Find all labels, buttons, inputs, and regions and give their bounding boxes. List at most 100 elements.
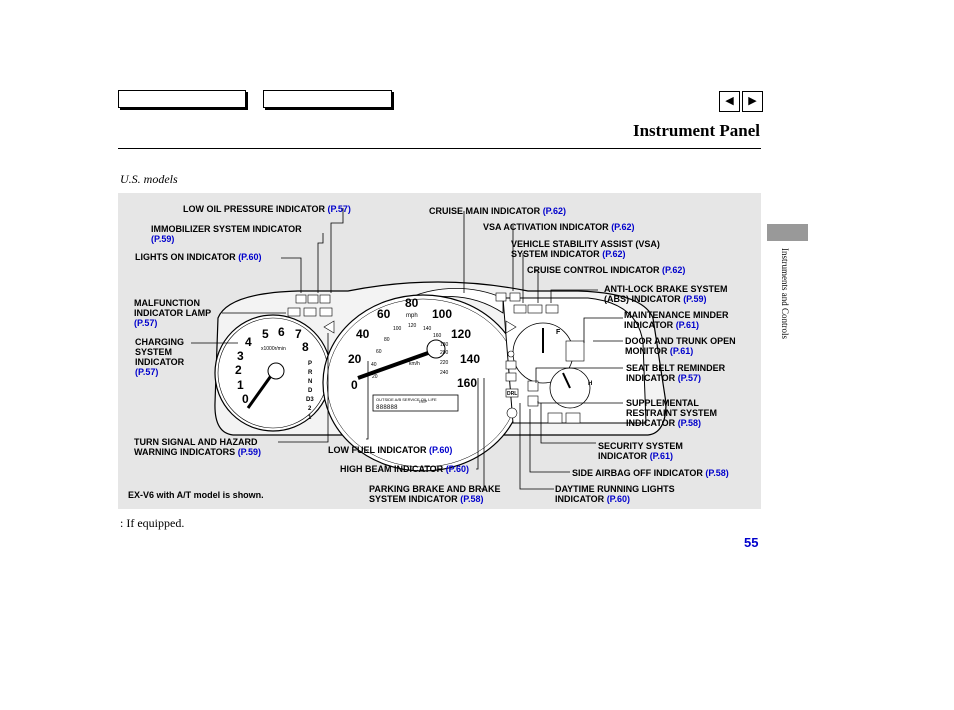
side-airbag-off-icon — [547, 412, 563, 424]
speed-kmh-60: 60 — [376, 349, 382, 355]
prev-page-button[interactable]: ◀ — [719, 91, 740, 112]
ref-side-airbag[interactable]: (P.58) — [705, 468, 729, 478]
gear-2: 2 — [308, 406, 312, 412]
malfunction-icon — [287, 307, 301, 317]
immobilizer-icon — [307, 294, 319, 304]
ref-seat-belt[interactable]: (P.57) — [677, 373, 702, 383]
charging-icon — [303, 307, 317, 317]
label-cruise-control: CRUISE CONTROL INDICATOR (P.62) — [527, 265, 686, 275]
gear-p: P — [308, 361, 312, 367]
speed-unit-kmh: km/h — [409, 361, 420, 367]
ref-cruise-main[interactable]: (P.62) — [542, 206, 567, 216]
turn-left-arrow-icon — [323, 320, 335, 334]
high-beam-icon — [505, 360, 517, 370]
gear-n: N — [308, 379, 312, 385]
instrument-panel-diagram: 0 1 2 3 4 5 6 7 8 x1000r/min P R N D D3 … — [118, 193, 761, 509]
header-tab-box-1[interactable] — [118, 90, 246, 108]
leader-lines — [191, 208, 623, 490]
cruise-main-icon — [495, 292, 507, 302]
low-fuel-icon — [507, 350, 515, 358]
next-page-button[interactable]: ▶ — [742, 91, 763, 112]
tach-number-7: 7 — [295, 327, 302, 341]
header-tab-box-2[interactable] — [263, 90, 392, 108]
instrument-cluster-illustration: 0 1 2 3 4 5 6 7 8 x1000r/min P R N D D3 … — [191, 208, 667, 490]
security-system-icon — [506, 407, 518, 419]
ref-drl[interactable]: (P.60) — [606, 494, 631, 504]
label-high-beam: HIGH BEAM INDICATOR (P.60) — [340, 464, 470, 474]
diagram-note: EX-V6 with A/T model is shown. — [128, 490, 264, 500]
ref-cruise-control[interactable]: (P.62) — [662, 265, 686, 275]
ref-abs[interactable]: (P.59) — [683, 294, 707, 304]
label-lights-on: LIGHTS ON INDICATOR (P.60) — [135, 252, 262, 262]
speed-kmh-140: 140 — [423, 326, 432, 332]
tach-number-1: 1 — [237, 378, 244, 392]
parking-brake-icon — [505, 372, 517, 382]
tach-number-8: 8 — [302, 340, 309, 354]
section-tab-marker[interactable] — [767, 224, 808, 241]
tach-number-6: 6 — [278, 325, 285, 339]
speed-kmh-40: 40 — [371, 362, 377, 368]
label-cruise-main: CRUISE MAIN INDICATOR (P.62) — [429, 206, 567, 216]
gear-1: 1 — [308, 415, 312, 421]
gear-d3: D3 — [306, 397, 314, 403]
speed-mph-20: 20 — [348, 352, 362, 366]
label-low-fuel: LOW FUEL INDICATOR (P.60) — [328, 445, 453, 455]
ref-lights-on[interactable]: (P.60) — [238, 252, 262, 262]
speed-mph-120: 120 — [451, 327, 471, 341]
tach-number-3: 3 — [237, 349, 244, 363]
speed-kmh-100: 100 — [393, 326, 402, 332]
cruise-control-icon — [527, 304, 543, 314]
speed-mph-100: 100 — [432, 307, 452, 321]
speed-mph-80: 80 — [405, 296, 419, 310]
ref-malfunction[interactable]: (P.57) — [134, 318, 158, 328]
ref-maintenance[interactable]: (P.61) — [675, 320, 700, 330]
tach-number-0: 0 — [242, 392, 249, 406]
odometer-labels: OUTSIDE A/B SERVICE OIL LIFE — [376, 397, 437, 402]
section-tab-label: Instruments and Controls — [780, 248, 790, 339]
maintenance-icon — [565, 412, 581, 424]
tach-number-4: 4 — [245, 335, 252, 349]
drl-icon: DRL — [507, 391, 517, 397]
door-trunk-monitor-icon — [565, 340, 585, 362]
ref-turn-signal[interactable]: (P.59) — [237, 447, 262, 457]
turn-right-arrow-icon — [505, 320, 517, 334]
odometer-digits: 888888 — [376, 404, 398, 411]
label-side-airbag: SIDE AIRBAG OFF INDICATOR (P.58) — [572, 468, 729, 478]
seat-belt-icon — [527, 380, 539, 392]
ref-charging[interactable]: (P.57) — [135, 367, 159, 377]
oil-pressure-icon — [319, 294, 331, 304]
ref-high-beam[interactable]: (P.60) — [445, 464, 470, 474]
speed-mph-160: 160 — [457, 376, 477, 390]
speed-mph-60: 60 — [377, 307, 391, 321]
ref-srs[interactable]: (P.58) — [677, 418, 702, 428]
ref-security[interactable]: (P.61) — [649, 451, 674, 461]
abs-icon — [545, 304, 559, 314]
speed-unit-mph: mph — [406, 313, 418, 319]
speed-kmh-240: 240 — [440, 370, 449, 376]
turn-signal-left-icon — [319, 307, 333, 317]
ref-low-oil[interactable]: (P.57) — [327, 204, 351, 214]
header-divider — [118, 148, 761, 149]
lights-on-icon — [295, 294, 307, 304]
page-number: 55 — [744, 535, 759, 550]
ref-vsa-activation[interactable]: (P.62) — [611, 222, 635, 232]
ref-door-trunk[interactable]: (P.61) — [669, 346, 694, 356]
ref-low-fuel[interactable]: (P.60) — [429, 445, 453, 455]
tach-unit: x1000r/min — [261, 346, 286, 352]
speed-kmh-220: 220 — [440, 360, 449, 366]
speed-mph-0: 0 — [351, 378, 358, 392]
label-vsa-system: VEHICLE STABILITY ASSIST (VSA)SYSTEM IND… — [511, 239, 660, 259]
speed-kmh-180: 180 — [440, 342, 449, 348]
ref-parking-brake[interactable]: (P.58) — [460, 494, 484, 504]
models-caption: U.S. models — [120, 172, 178, 186]
ref-immobilizer[interactable]: (P.59) — [151, 234, 175, 244]
ref-vsa-system[interactable]: (P.62) — [602, 249, 626, 259]
